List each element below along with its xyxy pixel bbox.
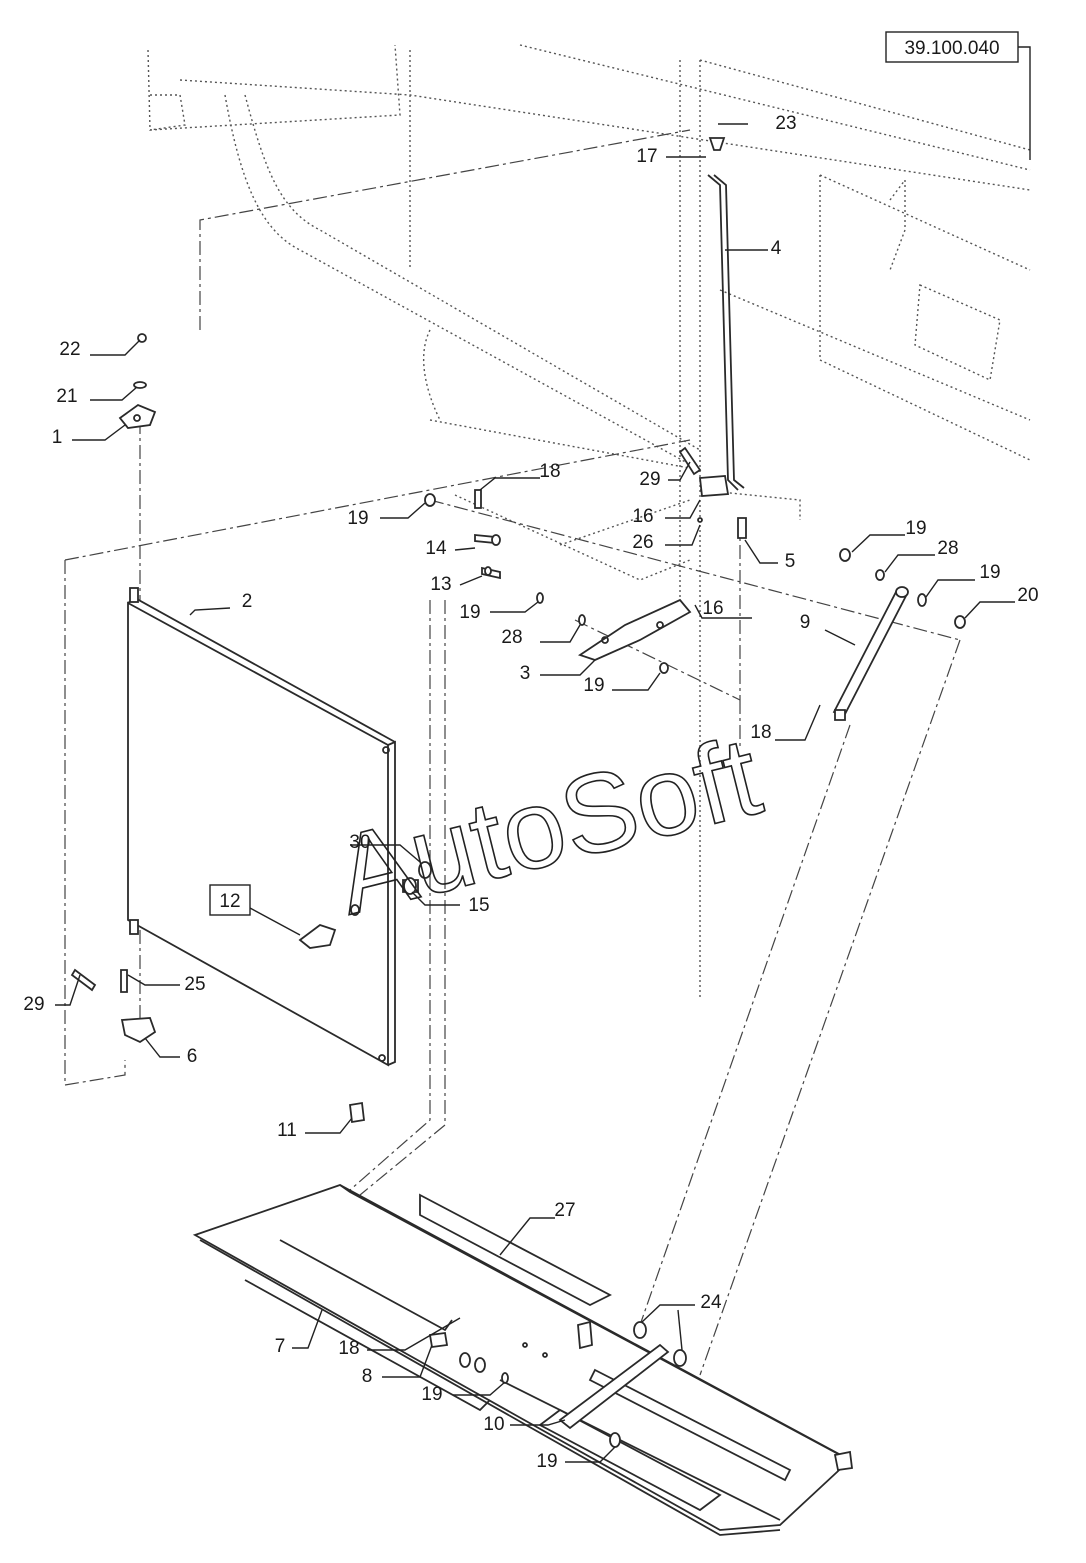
callout-8-label: 8: [362, 1366, 373, 1387]
callout-3-label: 3: [520, 663, 531, 684]
callout-12-label: 12: [219, 891, 240, 912]
callout-19-label-3: 19: [583, 675, 604, 696]
callout-19-label-4: 19: [905, 518, 926, 539]
callout-18-label-1: 18: [539, 461, 560, 482]
leader-lines: [55, 123, 1015, 1463]
callout-24-label: 24: [700, 1292, 722, 1313]
callout-10-label: 10: [483, 1414, 504, 1435]
callout-27-label: 27: [554, 1200, 575, 1221]
callout-28-label-1: 28: [501, 627, 522, 648]
assembly-lines: [64, 129, 961, 1376]
callout-29-label-1: 29: [639, 469, 660, 490]
callout-1-label: 1: [52, 427, 63, 448]
callout-18-label-3: 18: [338, 1338, 359, 1359]
callout-18-label-2: 18: [750, 722, 771, 743]
callout-23-label: 23: [775, 113, 796, 134]
callout-7-label: 7: [275, 1336, 286, 1357]
callout-21-label: 21: [56, 386, 77, 407]
boxed-callout-frame: [209, 884, 251, 916]
side-panel: [127, 587, 396, 1067]
watermark-text: AutoSoft: [324, 713, 771, 938]
callout-4-label: 4: [771, 238, 782, 259]
callout-19-label-1: 19: [347, 508, 368, 529]
callout-16-label-1: 16: [632, 506, 653, 527]
callout-30-label: 30: [349, 832, 370, 853]
callout-9-label: 9: [800, 612, 811, 633]
callout-14-label: 14: [425, 538, 447, 559]
reference-code: 39.100.040: [904, 38, 999, 59]
step-platform: [192, 1184, 854, 1536]
callout-16-label-2: 16: [702, 598, 723, 619]
callout-6-label: 6: [187, 1046, 198, 1067]
hardware: [70, 137, 966, 1124]
callout-11-label: 11: [277, 1120, 297, 1141]
callout-26-label: 26: [632, 532, 653, 553]
callout-labels: 22 21 1 2 23 17 4 18 19 29 16 26 14 13 1…: [23, 113, 1038, 1472]
callout-2-label: 2: [242, 591, 253, 612]
callout-29-label-2: 29: [23, 994, 44, 1015]
callout-19-label-5: 19: [979, 562, 1000, 583]
callout-25-label: 25: [184, 974, 205, 995]
callout-17-label: 17: [636, 146, 657, 167]
callout-13-label: 13: [430, 574, 451, 595]
callout-28-label-2: 28: [937, 538, 958, 559]
callout-19-label-7: 19: [536, 1451, 557, 1472]
callout-19-label-2: 19: [459, 602, 480, 623]
reference-code-box: 39.100.040: [885, 31, 1031, 160]
callout-19-label-6: 19: [421, 1384, 442, 1405]
callout-22-label: 22: [59, 339, 80, 360]
callout-20-label: 20: [1017, 585, 1038, 606]
rod: [707, 174, 745, 491]
callout-5-label: 5: [785, 551, 796, 572]
callout-15-label: 15: [468, 895, 489, 916]
